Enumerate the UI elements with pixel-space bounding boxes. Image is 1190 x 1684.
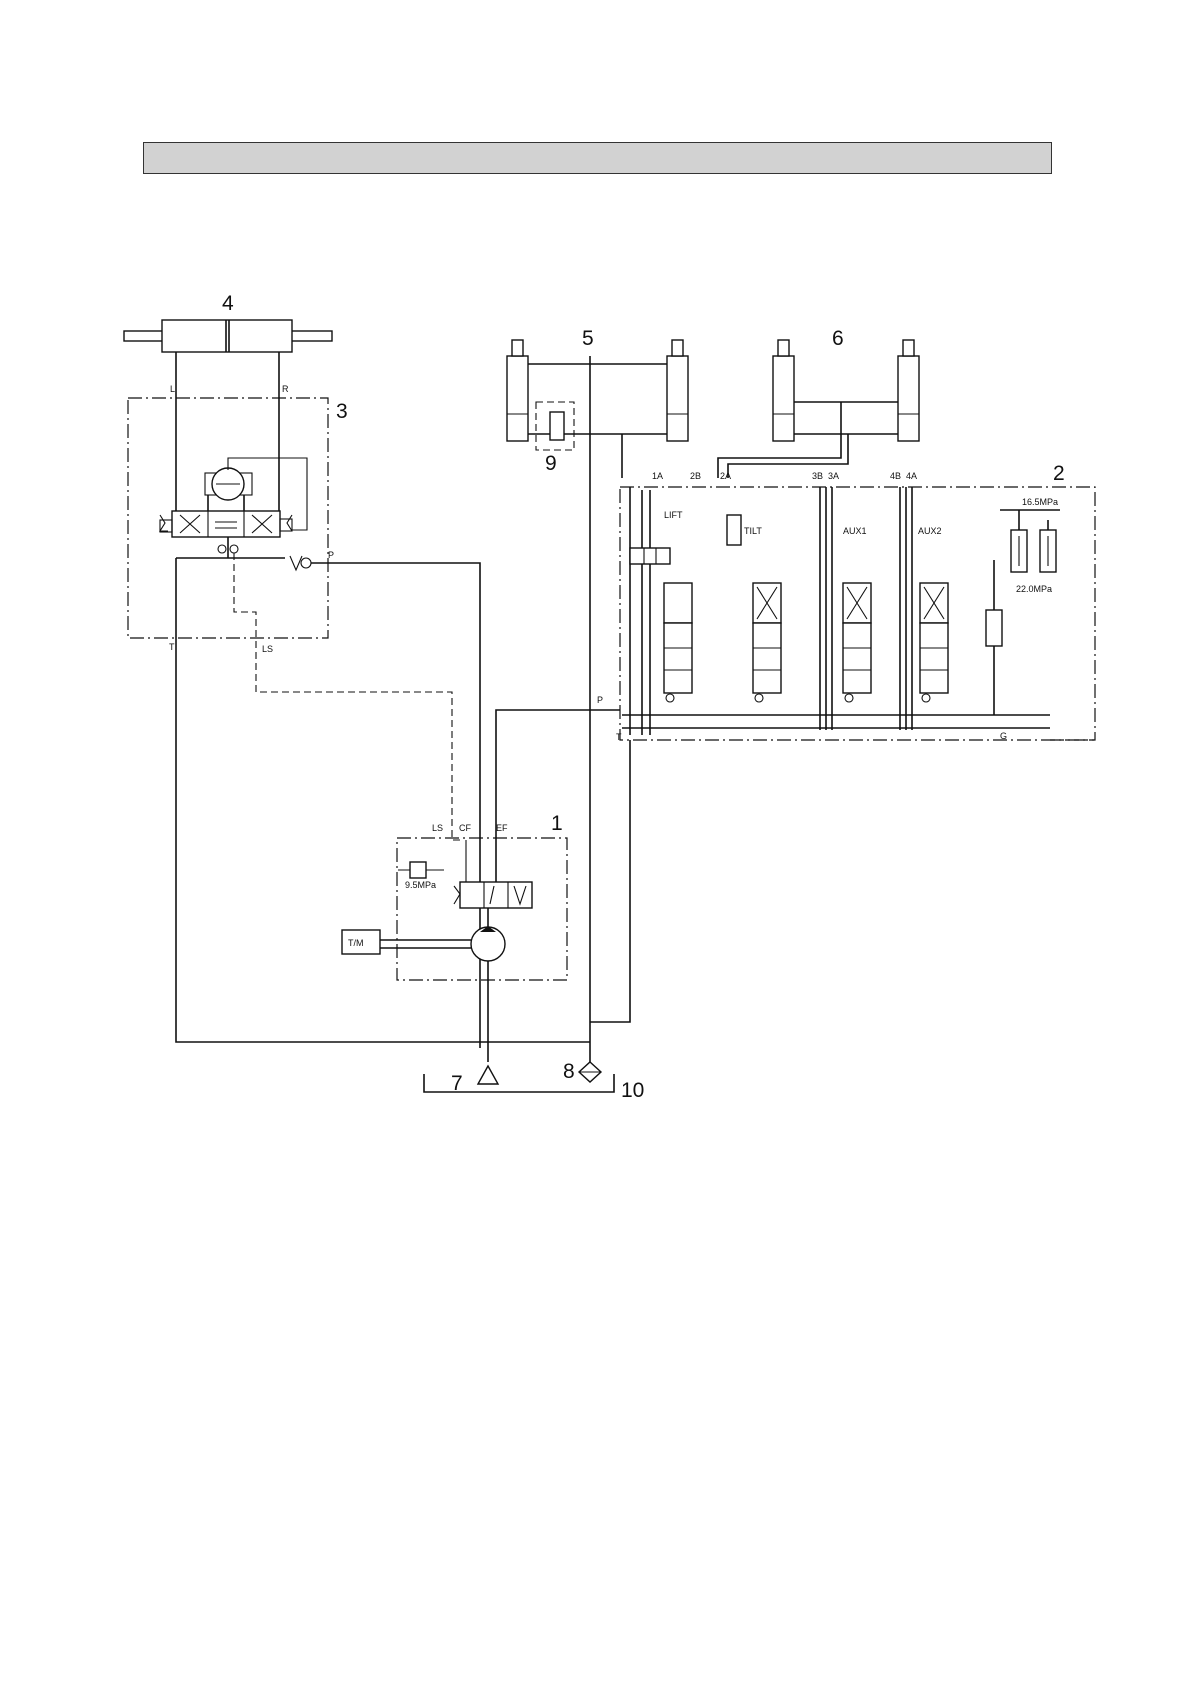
- port-label-T-valve: T: [616, 732, 622, 742]
- pressure-main-relief: 16.5MPa: [1022, 497, 1058, 507]
- lift-cylinder-right: [667, 340, 688, 441]
- callout-4: 4: [222, 292, 234, 315]
- section-label-aux2: AUX2: [918, 526, 942, 536]
- hydraulic-pump: [471, 927, 505, 961]
- port-label-CF: CF: [459, 823, 471, 833]
- return-filter: [579, 1062, 601, 1082]
- port-label-1A: 1A: [652, 471, 663, 481]
- line-LS-steer: [234, 553, 460, 840]
- steering-control-valve: [160, 511, 292, 537]
- priority-flow-divider: [454, 882, 532, 908]
- port-label-4B: 4B: [890, 471, 901, 481]
- aux1-spool-valve: [843, 583, 871, 702]
- lift-lock-valve: [630, 548, 670, 564]
- port-label-R: R: [282, 384, 289, 394]
- section-label-lift: LIFT: [664, 510, 683, 520]
- section-label-tilt: TILT: [744, 526, 762, 536]
- callout-10: 10: [621, 1079, 644, 1102]
- line-EF: [496, 710, 590, 882]
- valve-P-T-galleries: [622, 715, 1050, 728]
- callout-9: 9: [545, 452, 557, 475]
- pump-relief-valve: [398, 862, 444, 878]
- tilt-spool-valve: [753, 583, 781, 702]
- section-label-aux1: AUX1: [843, 526, 867, 536]
- relief-valve-secondary: [1040, 530, 1056, 572]
- port-label-4A: 4A: [906, 471, 917, 481]
- port-label-3A: 3A: [828, 471, 839, 481]
- callout-8: 8: [563, 1060, 575, 1083]
- callout-6: 6: [832, 327, 844, 350]
- port-label-LS-pump: LS: [432, 823, 443, 833]
- tilt-lock-valve: [727, 515, 741, 545]
- pressure-secondary-relief: 22.0MPa: [1016, 584, 1052, 594]
- port-label-2A: 2A: [720, 471, 731, 481]
- lift-spool-valve: [664, 583, 692, 702]
- relief-valve-main: [1011, 530, 1027, 572]
- tilt-cylinder-left: [773, 340, 794, 441]
- tilt-cylinder-right: [898, 340, 919, 441]
- port-label-P-steer: P: [328, 550, 334, 560]
- callout-7: 7: [451, 1072, 463, 1095]
- steering-cylinder: [124, 320, 332, 352]
- callout-3: 3: [336, 400, 348, 423]
- port-label-T-steer: T: [169, 642, 175, 652]
- pressure-pump-ls: 9.5MPa: [405, 880, 436, 890]
- callout-5: 5: [582, 327, 594, 350]
- priority-valve: [986, 610, 1002, 646]
- line-T-steer: [176, 558, 590, 1042]
- port-label-LS-steer: LS: [262, 644, 273, 654]
- port-label-3B: 3B: [812, 471, 823, 481]
- port-label-EF: EF: [496, 823, 508, 833]
- valve-port-rails: [630, 487, 650, 735]
- lift-cylinder-links: [528, 364, 667, 434]
- aux2-spool-valve: [920, 583, 948, 702]
- pump-drive-shaft: [380, 940, 471, 948]
- port-label-2B: 2B: [690, 471, 701, 481]
- section-label-tm: T/M: [348, 938, 364, 948]
- port-label-L: L: [170, 384, 175, 394]
- callout-1: 1: [551, 812, 563, 835]
- port-label-P-valve: P: [597, 695, 603, 705]
- flow-regulator-valve: [550, 412, 564, 440]
- tilt-lines: [718, 402, 898, 478]
- port-label-G: G: [1000, 731, 1007, 741]
- suction-strainer: [478, 1066, 498, 1084]
- valve-return-line: [590, 740, 630, 1022]
- callout-2: 2: [1053, 462, 1065, 485]
- lift-cylinder-left: [507, 340, 528, 441]
